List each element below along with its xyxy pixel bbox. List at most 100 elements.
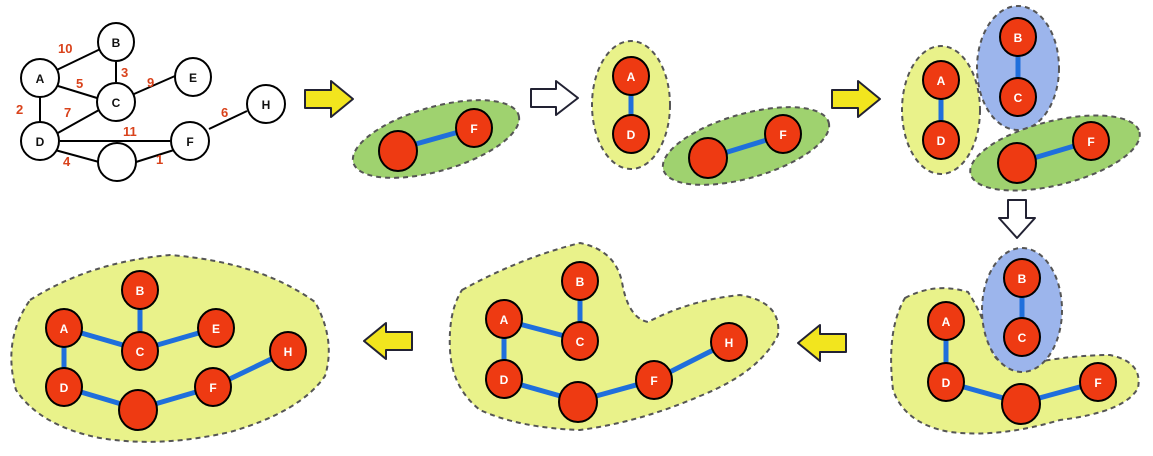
weight-g-f: 1 [156,152,163,167]
node-label: C [576,335,585,349]
node-b [121,270,159,310]
node-b [999,17,1037,57]
node-c [1003,317,1041,357]
node-c [121,331,159,371]
graph-label-b: B [112,36,121,50]
node-label: F [1087,135,1094,149]
step-2: A D F [591,40,831,186]
node-h [269,331,307,371]
node-label: A [500,313,509,327]
node-label: F [470,122,477,136]
node-e [197,308,235,348]
node-g [378,130,418,172]
graph-label-a: A [36,72,45,86]
weight-d-c: 7 [64,105,71,120]
node-d [612,114,650,154]
node-g [688,137,728,179]
graph-node-labels: B A C E H D F [36,36,271,149]
node-label: F [209,381,216,395]
graph-node-c [96,82,136,122]
step-arrows [304,80,1036,362]
node-d [45,367,83,407]
region-yellow [448,241,780,432]
graph-label-h: H [262,98,271,112]
graph-node-g [97,142,137,182]
node-label: A [937,74,946,88]
node-label: D [500,373,509,387]
arrow-left-icon [363,322,413,360]
node-g [118,389,158,431]
weight-f-h: 6 [221,105,228,120]
graph-node-a [20,58,60,98]
arrow-down-icon [998,199,1036,239]
node-c [999,77,1037,117]
edge-d-g [54,149,100,163]
weight-a-d: 2 [16,102,23,117]
step-3: A D B C F [901,5,1141,192]
node-label: A [60,322,69,336]
node-label: D [937,134,946,148]
node-label: H [284,345,293,359]
node-label: H [725,336,734,350]
node-label: C [1018,331,1027,345]
edge-weights: 10 3 5 9 2 7 6 11 4 1 [16,41,228,169]
weight-b-c: 3 [121,65,128,80]
node-a [927,301,965,341]
weight-d-f: 11 [123,124,137,139]
node-f [764,114,802,154]
weight-d-g: 4 [63,154,71,169]
node-a [612,56,650,96]
node-label: C [1014,91,1023,105]
edge-d-c [55,109,100,135]
edge-c-e [133,75,176,95]
node-label: B [1018,272,1027,286]
weight-a-b: 10 [58,41,72,56]
arrow-right-icon [530,80,579,116]
node-g [997,142,1037,184]
original-graph: B A C E H D F 10 3 5 9 2 7 6 11 4 1 [16,22,286,182]
edge-g-f [135,149,175,163]
node-label: C [136,345,145,359]
node-c [561,321,599,361]
node-label: F [650,374,657,388]
graph-node-d [20,121,60,161]
weight-a-c: 5 [76,76,83,91]
arrow-right-icon [304,80,354,118]
node-a [45,308,83,348]
node-d [922,120,960,160]
graph-node-h [246,84,286,124]
step-5: B A C H D F [448,241,780,432]
node-label: E [212,322,220,336]
node-label: F [1094,376,1101,390]
node-b [561,261,599,301]
node-label: D [60,381,69,395]
graph-label-c: C [112,96,121,110]
node-g [558,381,598,423]
node-d [485,359,523,399]
node-f [455,108,493,148]
node-label: B [136,284,145,298]
weight-c-e: 9 [147,75,154,90]
node-g [1001,383,1041,425]
step-4: A D B C F [890,247,1140,435]
node-f [1079,362,1117,402]
node-h [710,322,748,362]
node-label: B [1014,31,1023,45]
graph-edges [39,41,248,163]
node-f [1072,121,1110,161]
node-label: A [942,315,951,329]
node-f [635,360,673,400]
node-a [922,60,960,100]
graph-label-e: E [189,71,197,85]
graph-node-b [97,22,135,62]
node-label: B [576,275,585,289]
step-1: F [351,99,521,179]
node-label: D [627,128,636,142]
node-label: A [627,70,636,84]
node-label: F [779,128,786,142]
node-d [927,362,965,402]
arrow-right-icon [831,80,881,118]
graph-node-f [170,121,210,161]
